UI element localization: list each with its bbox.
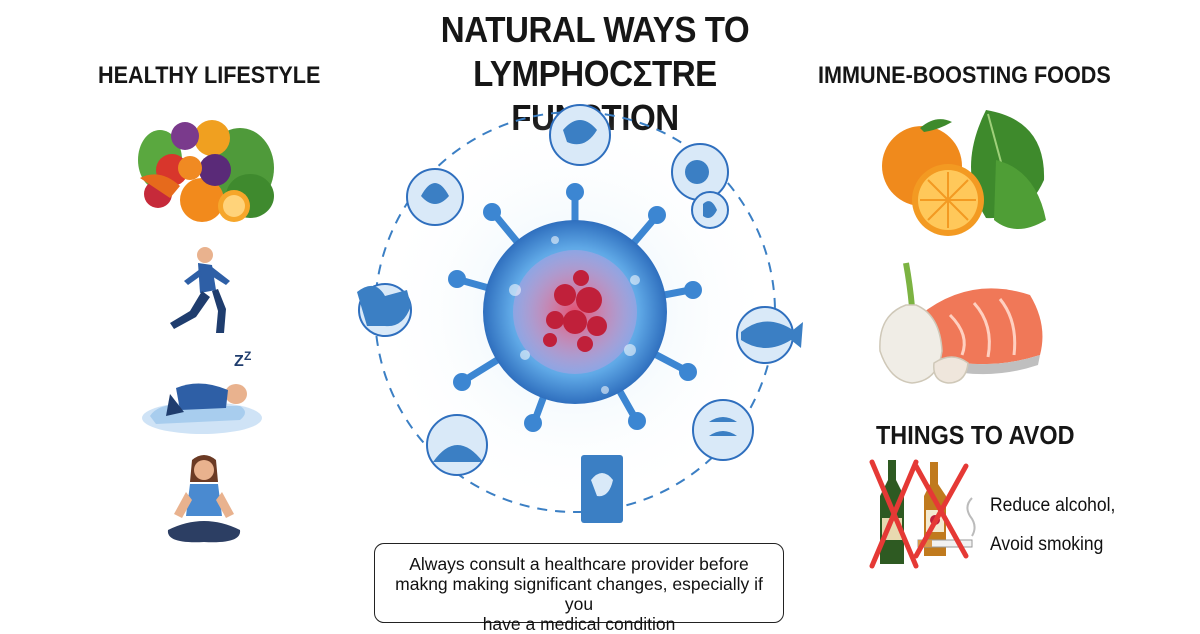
disclaimer-line-3: have a medical condition [482,614,676,634]
sleeping-person-icon: Z Z [142,350,262,434]
page-title: NATURAL WAYS TO LYMPHOCΣTRE FUNCTION [397,8,793,140]
running-person-icon [170,247,230,333]
disclaimer-line-1: Always consult a healthcare provider bef… [409,554,749,574]
fruits-vegetables-icon [138,120,274,222]
healthy-lifestyle-heading: HEALTHY LIFESTYLE [98,62,321,89]
svg-text:Z: Z [244,350,251,363]
meditation-person-icon [167,455,241,543]
salmon-garlic-icon [879,262,1043,384]
reduce-alcohol-text: Reduce alcohol, [990,495,1116,516]
lymphocyte-diagram [357,104,803,523]
avoid-smoking-text: Avoid smoking [990,534,1104,555]
things-to-avoid-heading: THINGS TO AVOD [876,420,1075,450]
svg-text:Z: Z [234,353,244,370]
disclaimer-line-2: makng making significant changes, especi… [395,574,763,614]
title-line-1: NATURAL WAYS TO [440,9,750,50]
no-alcohol-no-smoking-icon [869,459,976,569]
orange-spinach-icon [882,110,1046,236]
disclaimer-box: Always consult a healthcare provider bef… [374,543,784,634]
immune-boosting-foods-heading: IMMUNE-BOOSTING FOODS [818,62,1111,89]
